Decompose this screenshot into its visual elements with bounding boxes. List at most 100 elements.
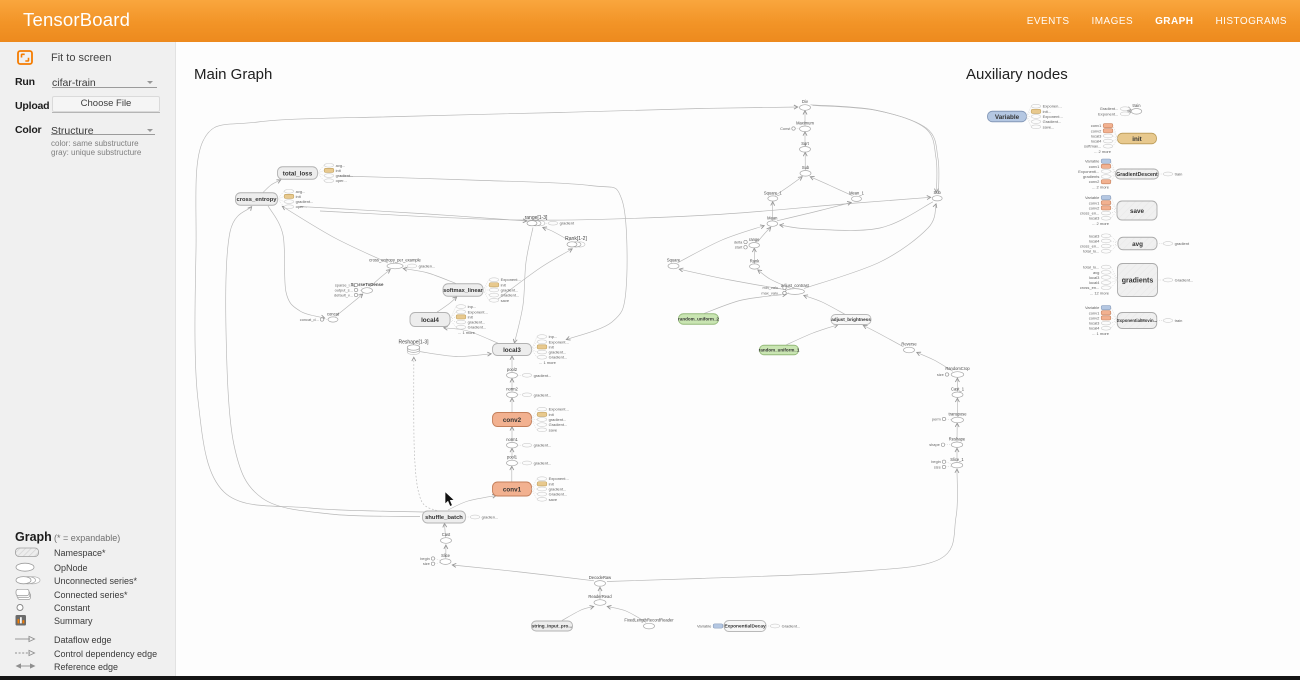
graph-node-reshape_op[interactable]: Reshape: [949, 436, 966, 448]
graph-node-shuffle_batch[interactable]: shuffle_batch: [422, 510, 466, 524]
annotation-ellipse[interactable]: [521, 392, 533, 397]
constant-circle[interactable]: [791, 126, 796, 131]
op-node[interactable]: [506, 391, 518, 398]
series-node[interactable]: [406, 344, 421, 351]
graph-node-init_aux[interactable]: init: [1117, 132, 1157, 145]
annotation-ellipse[interactable]: [1100, 264, 1112, 270]
annotation-ellipse[interactable]: [1100, 280, 1112, 285]
annotation-ellipse[interactable]: [769, 623, 781, 629]
constant-circle[interactable]: [353, 287, 358, 292]
graph-node-reverse[interactable]: Reverse: [901, 342, 917, 354]
const-node-size[interactable]: size: [934, 464, 952, 469]
graph-node-square_1[interactable]: Square_1: [764, 190, 782, 202]
annotation-ellipse[interactable]: [455, 309, 467, 314]
annotation-rect[interactable]: [536, 344, 548, 350]
constant-circle[interactable]: [782, 285, 787, 290]
constant-circle[interactable]: [782, 290, 787, 295]
annotation-rect[interactable]: [1100, 163, 1112, 169]
op-node[interactable]: [506, 372, 518, 379]
op-node[interactable]: [667, 262, 680, 270]
graph-node-mean_1[interactable]: Mean_1: [849, 191, 865, 202]
constant-circle[interactable]: [941, 464, 946, 469]
annotation-ellipse[interactable]: [1100, 249, 1112, 254]
const-node-shape[interactable]: shape: [929, 442, 952, 447]
annotation-ellipse[interactable]: [1100, 326, 1112, 331]
op-node[interactable]: [799, 104, 811, 111]
graph-node-softmax_linear[interactable]: softmax_linear: [442, 283, 484, 297]
graph-node-concat[interactable]: concat: [327, 311, 340, 323]
graph-node-local3[interactable]: local3: [492, 343, 532, 356]
const-node-min-valu-[interactable]: min_valu...: [762, 285, 790, 290]
op-node[interactable]: [748, 242, 760, 249]
graph-node-mean[interactable]: Mean: [766, 215, 778, 227]
annotation-rect[interactable]: [1100, 205, 1112, 211]
annotation-rect[interactable]: [1100, 200, 1112, 206]
annotation-ellipse[interactable]: [1162, 171, 1174, 177]
graph-node-decoderaw[interactable]: DecodeRaw: [589, 575, 611, 587]
op-node[interactable]: [643, 622, 655, 630]
constant-circle[interactable]: [353, 292, 358, 297]
series-node[interactable]: [566, 241, 578, 248]
graph-node-range13[interactable]: range[1-3]: [525, 215, 548, 227]
annotation-ellipse[interactable]: [1102, 133, 1114, 139]
annotation-ellipse[interactable]: [283, 204, 295, 209]
annotation-ellipse[interactable]: [1030, 124, 1042, 130]
annotation-rect[interactable]: [1100, 315, 1112, 321]
run-select-value[interactable]: cifar-train: [52, 76, 96, 89]
graph-node-ru1[interactable]: random_uniform_1: [759, 344, 800, 356]
graph-node-norm1[interactable]: norm1: [506, 437, 519, 449]
op-node[interactable]: [749, 263, 760, 270]
op-node[interactable]: [903, 346, 915, 354]
annotation-ellipse[interactable]: [536, 407, 548, 412]
color-caret-icon[interactable]: [147, 129, 153, 132]
graph-node-ru2[interactable]: random_uniform_2: [678, 313, 719, 325]
annotation-ellipse[interactable]: [488, 287, 500, 293]
const-node-output-s-[interactable]: output_s...: [335, 287, 363, 292]
op-node[interactable]: [361, 287, 373, 294]
annotation-ellipse[interactable]: [406, 263, 418, 269]
annotation-ellipse[interactable]: [1100, 275, 1112, 280]
annotation-ellipse[interactable]: [521, 443, 533, 448]
graph-node-avg_aux[interactable]: avg: [1117, 236, 1158, 251]
annotation-rect[interactable]: [323, 168, 335, 173]
annotation-ellipse[interactable]: [1030, 114, 1042, 119]
op-node[interactable]: [506, 442, 518, 449]
graph-node-s2d[interactable]: SparseToDense: [351, 282, 384, 294]
graph-node-cast[interactable]: Cast: [440, 532, 452, 544]
op-node[interactable]: [766, 220, 778, 227]
annotation-ellipse[interactable]: [536, 334, 548, 339]
graph-node-conv2[interactable]: conv2: [492, 412, 532, 427]
annotation-ellipse[interactable]: [488, 292, 500, 298]
annotation-ellipse[interactable]: [536, 349, 548, 355]
namespace-node[interactable]: [830, 314, 872, 325]
run-caret-icon[interactable]: [147, 81, 153, 84]
graph-node-conv1[interactable]: conv1: [492, 481, 532, 497]
annotation-ellipse[interactable]: [323, 178, 335, 183]
op-node[interactable]: [327, 316, 339, 323]
graph-node-reshape13[interactable]: Reshape[1-3]: [398, 339, 429, 355]
op-node[interactable]: [386, 262, 404, 270]
annotation-ellipse[interactable]: [1162, 277, 1174, 283]
annotation-ellipse[interactable]: [455, 325, 467, 330]
graph-node-norm2[interactable]: norm2: [506, 386, 519, 398]
fit-to-screen-label[interactable]: Fit to screen: [51, 52, 112, 64]
op-node[interactable]: [799, 125, 811, 132]
const-node-start[interactable]: start: [735, 245, 750, 250]
annotation-ellipse[interactable]: [521, 373, 533, 378]
graph-node-adj_bright[interactable]: adjust_brightness: [830, 314, 872, 325]
annotation-rect[interactable]: [1102, 123, 1114, 129]
annotation-rect[interactable]: [712, 623, 724, 629]
const-node-delta[interactable]: delta: [734, 239, 750, 244]
constant-circle[interactable]: [941, 416, 946, 421]
graph-node-exp_decay[interactable]: ExponentialDecay: [723, 620, 767, 632]
graph-node-rank_op[interactable]: Rank: [749, 258, 761, 270]
namespace-node[interactable]: [759, 344, 799, 356]
constant-circle[interactable]: [319, 317, 324, 322]
graph-node-randomcrop[interactable]: RandomCrop: [945, 366, 970, 378]
graph-node-gradients_aux[interactable]: gradients: [1117, 263, 1158, 297]
op-node[interactable]: [506, 459, 518, 467]
op-node[interactable]: [799, 146, 811, 153]
annotation-rect[interactable]: [1100, 310, 1112, 316]
annotation-ellipse[interactable]: [536, 339, 548, 344]
annotation-ellipse[interactable]: [1100, 320, 1112, 326]
